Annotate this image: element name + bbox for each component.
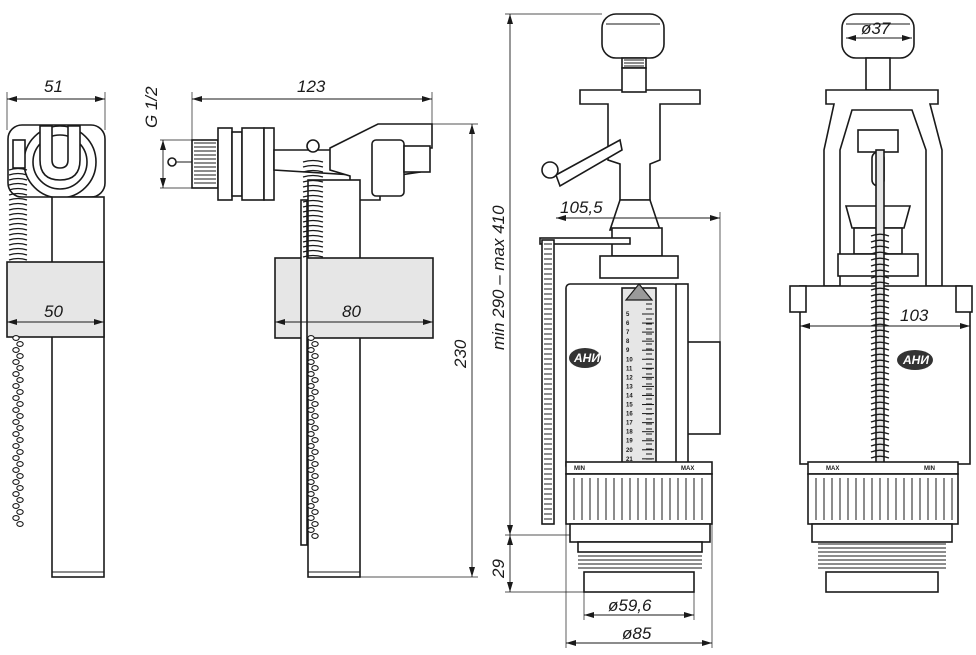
- riser-tube: [51, 196, 105, 578]
- dim-inlet-height: 230: [451, 339, 470, 369]
- dim-flush-base-diameter: ø85: [622, 624, 652, 643]
- side-latch-left: [789, 285, 807, 313]
- max-label-front: MAX: [681, 466, 694, 472]
- adjust-rack: [541, 239, 555, 525]
- valve-side-clip: [12, 139, 26, 169]
- dim-flush-body-width: 103: [900, 306, 929, 325]
- inlet-pin: [167, 157, 177, 167]
- min-label-front: MIN: [574, 466, 585, 472]
- front-float: [274, 257, 434, 339]
- valve-cap: [371, 139, 405, 197]
- max-label-side: MAX: [826, 466, 839, 472]
- adjuster-chain: [12, 335, 24, 527]
- scale-mark-21: 21: [626, 457, 633, 463]
- dim-flush-offset: 105,5: [560, 198, 603, 217]
- inlet-valve-front-view: G 1/2 123 80 230: [142, 77, 478, 578]
- scale-arrow: [624, 283, 654, 301]
- brand-logo-side-badge: [897, 350, 933, 370]
- inlet-nut: [217, 127, 233, 201]
- neck-ring: [599, 255, 679, 279]
- adjuster-spring: [8, 167, 28, 261]
- arm-screw: [306, 139, 320, 153]
- scale-mark-6: 6: [626, 321, 630, 327]
- brand-logo-front: АНИ: [573, 351, 600, 365]
- flush-seal: [569, 523, 711, 543]
- outlet-thread: [583, 571, 695, 593]
- side-guide: [675, 283, 689, 475]
- dim-flush-base-height: 29: [489, 559, 508, 579]
- side-lever: [555, 138, 623, 188]
- side-latch-right: [955, 285, 973, 313]
- lower-basket: [565, 473, 713, 525]
- side-outlet: [825, 571, 939, 593]
- neck-taper: [608, 199, 662, 231]
- side-body: [799, 285, 971, 465]
- push-button: [601, 13, 665, 59]
- dim-thread: G 1/2: [142, 86, 161, 128]
- flush-valve-side-view: АНИ MAX MIN ø37 103: [789, 13, 973, 593]
- front-adjuster-chain: [307, 335, 319, 539]
- flush-valve-front-view: АНИ 56789101112131415161718192021222324 …: [489, 13, 721, 648]
- min-label-side: MIN: [924, 466, 935, 472]
- brand-logo-side: АНИ: [902, 353, 929, 367]
- scale-mark-18: 18: [626, 430, 633, 436]
- button-shaft: [621, 67, 647, 93]
- inlet-flange: [241, 127, 265, 201]
- brand-logo-front-badge: [569, 348, 601, 368]
- dim-flush-height-range: min 290 – max 410: [489, 205, 508, 350]
- inlet-valve-side-view: 51 50: [6, 77, 106, 578]
- side-clip: [857, 129, 899, 153]
- base-nut: [577, 541, 703, 553]
- dim-inlet-float-length: 80: [342, 302, 361, 321]
- inlet-washer: [231, 131, 243, 197]
- side-basket: [807, 473, 959, 525]
- dim-inlet-length: 123: [297, 77, 326, 96]
- dim-button-diameter: ø37: [861, 19, 891, 38]
- scale-mark-17: 17: [626, 421, 633, 427]
- lever-pivot: [541, 161, 559, 179]
- scale-mark-20: 20: [626, 448, 633, 454]
- overflow-arm: [539, 237, 631, 245]
- scale-mark-19: 19: [626, 439, 633, 445]
- scale-mark-16: 16: [626, 412, 633, 418]
- scale-mark-14: 14: [626, 393, 633, 399]
- scale-mark-15: 15: [626, 403, 633, 409]
- scale-mark-12: 12: [626, 375, 633, 381]
- side-frame: [823, 89, 943, 287]
- front-adjuster-spring: [302, 159, 324, 258]
- dim-inlet-side-width: 51: [44, 77, 63, 96]
- inlet-pipe-bend: [39, 125, 81, 181]
- side-seal: [811, 523, 953, 543]
- scale-mark-13: 13: [626, 384, 633, 390]
- scale-mark-7: 7: [626, 330, 630, 336]
- top-bracket: [579, 89, 701, 201]
- scale-mark-11: 11: [626, 366, 633, 372]
- adjust-rod: [300, 199, 308, 546]
- valve-lever: [403, 145, 431, 173]
- dim-flush-outlet-diameter: ø59,6: [608, 596, 652, 615]
- float-body: [6, 261, 105, 338]
- inlet-flange-ring: [263, 127, 275, 201]
- dim-inlet-float-width: 50: [44, 302, 63, 321]
- scale-mark-8: 8: [626, 339, 630, 345]
- scale-mark-9: 9: [626, 348, 630, 354]
- scale-mark-10: 10: [626, 357, 633, 363]
- side-button-shaft: [865, 57, 891, 91]
- scale-mark-5: 5: [626, 312, 630, 318]
